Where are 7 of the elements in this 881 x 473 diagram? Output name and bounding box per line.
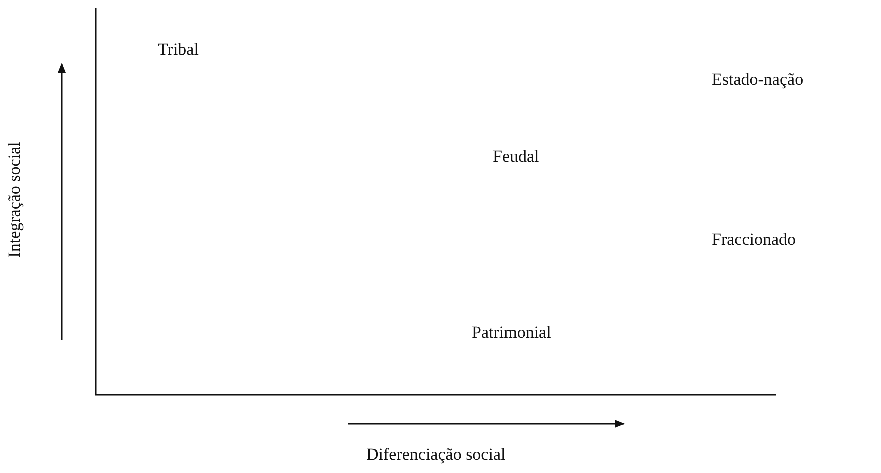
axis-title: Integração social <box>4 142 25 258</box>
axis-title: Diferenciação social <box>366 445 506 465</box>
point-label: Patrimonial <box>472 323 552 343</box>
point-label: Tribal <box>158 40 199 60</box>
point-label: Estado-nação <box>712 70 804 90</box>
point-label: Fraccionado <box>712 230 796 250</box>
point-label: Feudal <box>493 147 540 167</box>
